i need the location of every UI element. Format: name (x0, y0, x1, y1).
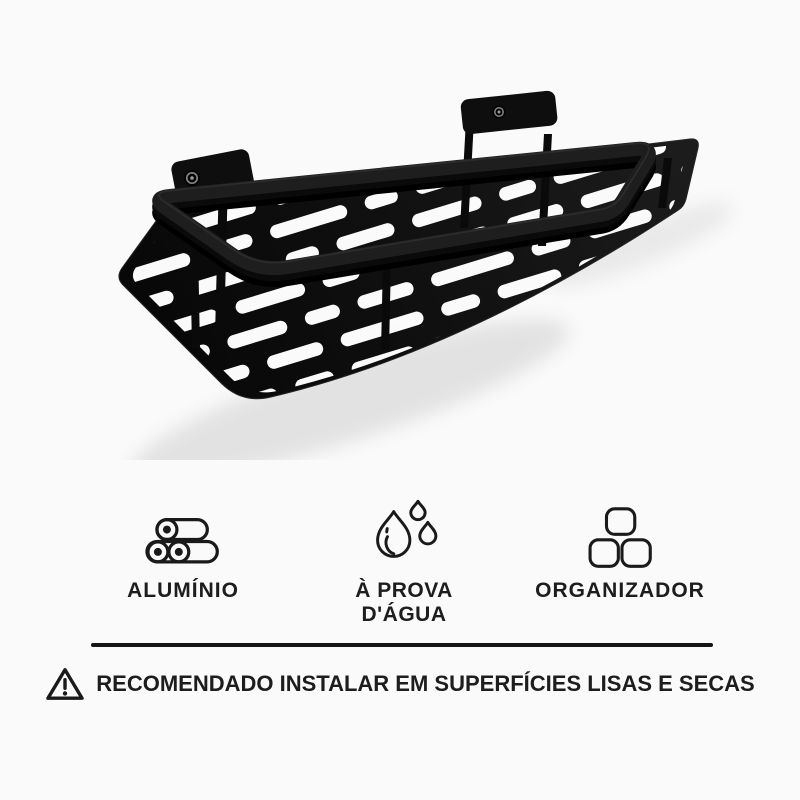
warning-triangle-icon (45, 666, 85, 702)
feature-aluminio: ALUMÍNIO (127, 497, 239, 603)
product-shadow (130, 203, 734, 460)
warning-row: RECOMENDADO INSTALAR EM SUPERFÍCIES LISA… (0, 662, 800, 706)
organizer-cubes-icon (588, 497, 652, 569)
warning-text: RECOMENDADO INSTALAR EM SUPERFÍCIES LISA… (96, 671, 755, 696)
water-drops-icon (368, 497, 440, 569)
feature-label: ORGANIZADOR (535, 579, 705, 602)
shelf-rail (152, 141, 656, 288)
screw-right (492, 105, 506, 119)
feature-agua: À PROVA D'ÁGUA (342, 497, 467, 626)
feature-label: ALUMÍNIO (127, 579, 239, 602)
wall-bracket-right (460, 90, 558, 135)
divider (91, 643, 713, 647)
aluminum-pipes-icon (143, 497, 223, 569)
feature-organizador: ORGANIZADOR (535, 497, 705, 603)
product-photo-shelf (118, 90, 734, 460)
feature-label: À PROVA D'ÁGUA (355, 579, 453, 626)
screw-left (184, 170, 200, 186)
